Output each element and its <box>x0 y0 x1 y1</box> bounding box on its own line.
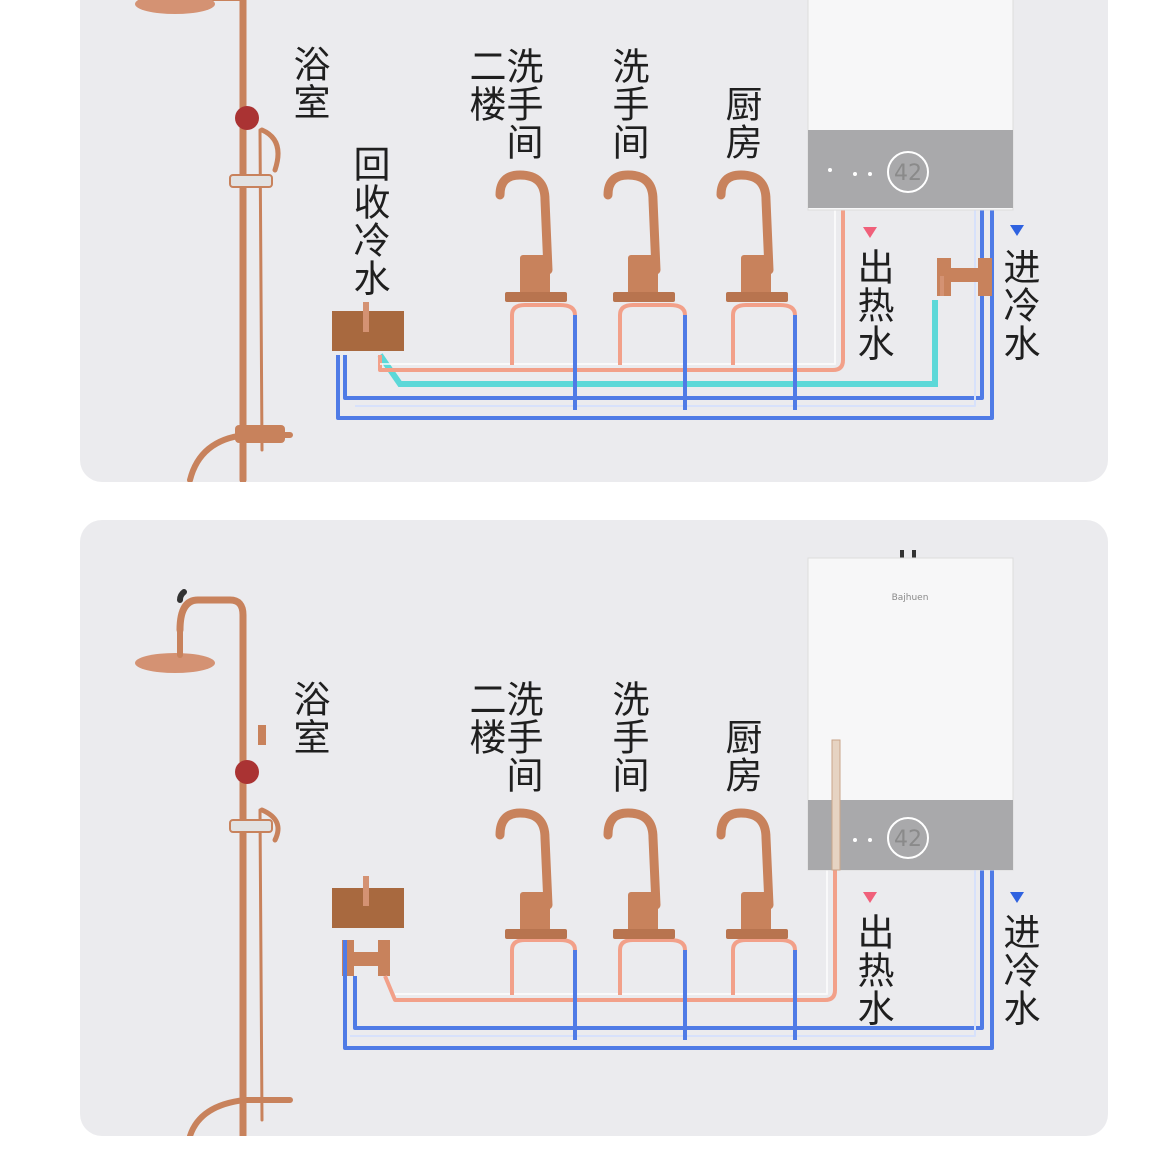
label-second-floor: 二楼 <box>463 47 506 123</box>
label-recycle-cold-water: 回收冷水 <box>347 145 390 297</box>
label-washroom: 洗手间 <box>606 680 649 794</box>
heater-brand-text: Bajhuen <box>892 593 929 603</box>
faucet-washroom <box>603 808 675 939</box>
shower-fixture <box>135 0 293 482</box>
hot-water-main-pipe <box>378 210 845 372</box>
label-second-floor-wash: 洗手间 <box>500 47 543 161</box>
bottom-diagram-panel: Bajhuen 42 浴室 洗手间 二楼 洗手间 厨房 出热水 进冷水 <box>80 520 1108 1136</box>
faucet-kitchen <box>716 808 788 939</box>
label-bathroom: 浴室 <box>287 680 330 756</box>
recycle-valve-box <box>332 302 404 351</box>
water-heater: 42 <box>807 0 1014 211</box>
label-second-floor: 二楼 <box>463 680 506 756</box>
cold-in-arrow <box>1010 892 1024 903</box>
water-heater: Bajhuen 42 <box>807 550 1014 871</box>
label-bathroom: 浴室 <box>287 45 330 121</box>
faucet-kitchen <box>716 170 788 302</box>
hot-out-arrow <box>863 227 877 238</box>
label-second-floor-wash: 洗手间 <box>500 680 543 794</box>
top-plumbing-diagram: 42 <box>135 0 1024 482</box>
label-hot-water-out: 出热水 <box>851 248 894 362</box>
faucet-2nd-floor <box>495 808 567 939</box>
faucet-2nd-floor <box>495 170 567 302</box>
top-diagram-panel: 42 浴室 回收冷水 洗手间 二楼 洗手间 厨房 出热水 进冷水 <box>80 0 1108 482</box>
heater-logo-text: 42 <box>894 827 922 852</box>
label-kitchen: 厨房 <box>719 718 762 794</box>
label-hot-water-out: 出热水 <box>851 913 894 1027</box>
label-washroom: 洗手间 <box>606 47 649 161</box>
bottom-plumbing-diagram: Bajhuen 42 <box>135 550 1024 1136</box>
heater-logo-text: 42 <box>894 161 922 186</box>
label-cold-water-in: 进冷水 <box>997 913 1040 1027</box>
shower-fixture <box>135 589 293 1136</box>
shower-valve-box <box>332 876 404 976</box>
label-cold-water-in: 进冷水 <box>997 248 1040 362</box>
faucet-washroom <box>603 170 675 302</box>
tap-branches <box>510 303 797 410</box>
tap-branches <box>510 938 797 1040</box>
cold-in-arrow <box>1010 225 1024 236</box>
hot-out-arrow <box>863 892 877 903</box>
cold-inlet-valve <box>937 258 992 296</box>
label-kitchen: 厨房 <box>719 85 762 161</box>
